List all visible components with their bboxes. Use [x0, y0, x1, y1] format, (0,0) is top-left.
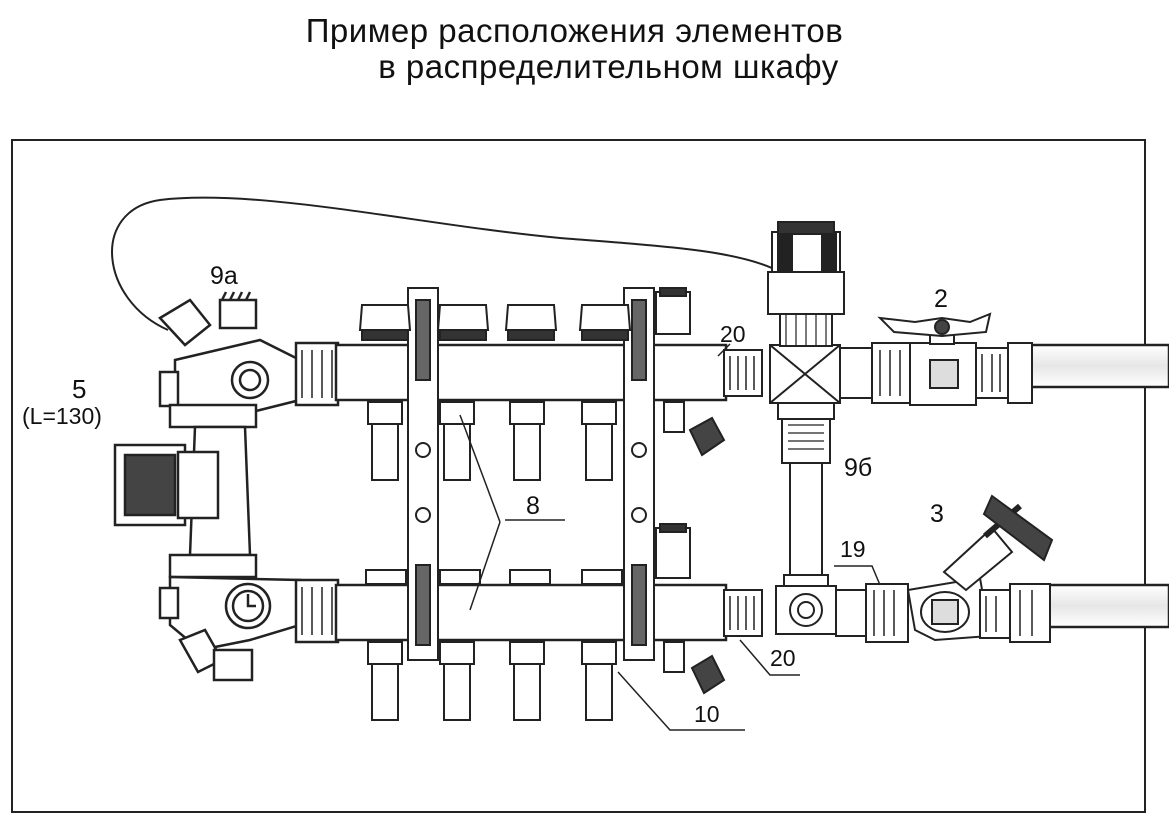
label-5: 5 [72, 374, 86, 404]
return-pipe-external [1046, 583, 1169, 629]
label-2: 2 [934, 285, 948, 313]
return-air-vent [655, 523, 726, 695]
mixing-valve [767, 221, 845, 404]
return-outlets [367, 641, 617, 721]
leader-lines [459, 343, 881, 731]
balancing-valve [906, 494, 1054, 643]
label-8: 8 [526, 492, 540, 520]
label-9b: 9б [844, 454, 872, 482]
sensor-cable [111, 196, 781, 331]
label-10: 10 [694, 701, 720, 727]
return-valve-caps [365, 569, 623, 585]
return-manifold-bar [334, 583, 728, 642]
supply-union [839, 342, 913, 404]
label-20-bottom: 20 [770, 645, 796, 671]
return-coupling-right [723, 589, 763, 637]
supply-pipe-external [1028, 343, 1169, 389]
label-19: 19 [840, 536, 866, 562]
supply-outlets [367, 401, 617, 481]
ball-valve [877, 312, 1033, 406]
label-20-top: 20 [720, 321, 746, 347]
manifold-bracket-left [407, 287, 439, 661]
bypass-pipe [775, 402, 837, 635]
label-3: 3 [930, 500, 944, 528]
diagram-title-line-1: Пример расположения элементов [305, 12, 844, 49]
supply-air-vent [655, 287, 726, 457]
supply-coupling-right [723, 349, 763, 397]
supply-valve-caps [358, 304, 632, 341]
return-union [835, 583, 909, 643]
label-9a: 9а [210, 262, 238, 290]
label-5-length: (L=130) [22, 403, 102, 429]
diagram-title-line-2: в распределительном шкафу [378, 48, 839, 85]
pump-group [113, 291, 302, 682]
supply-coupling-left [294, 341, 340, 407]
return-coupling-left [294, 578, 340, 644]
supply-manifold-bar [334, 343, 728, 402]
manifold-bracket-right [623, 287, 655, 661]
cabinet-frame [11, 139, 1146, 813]
